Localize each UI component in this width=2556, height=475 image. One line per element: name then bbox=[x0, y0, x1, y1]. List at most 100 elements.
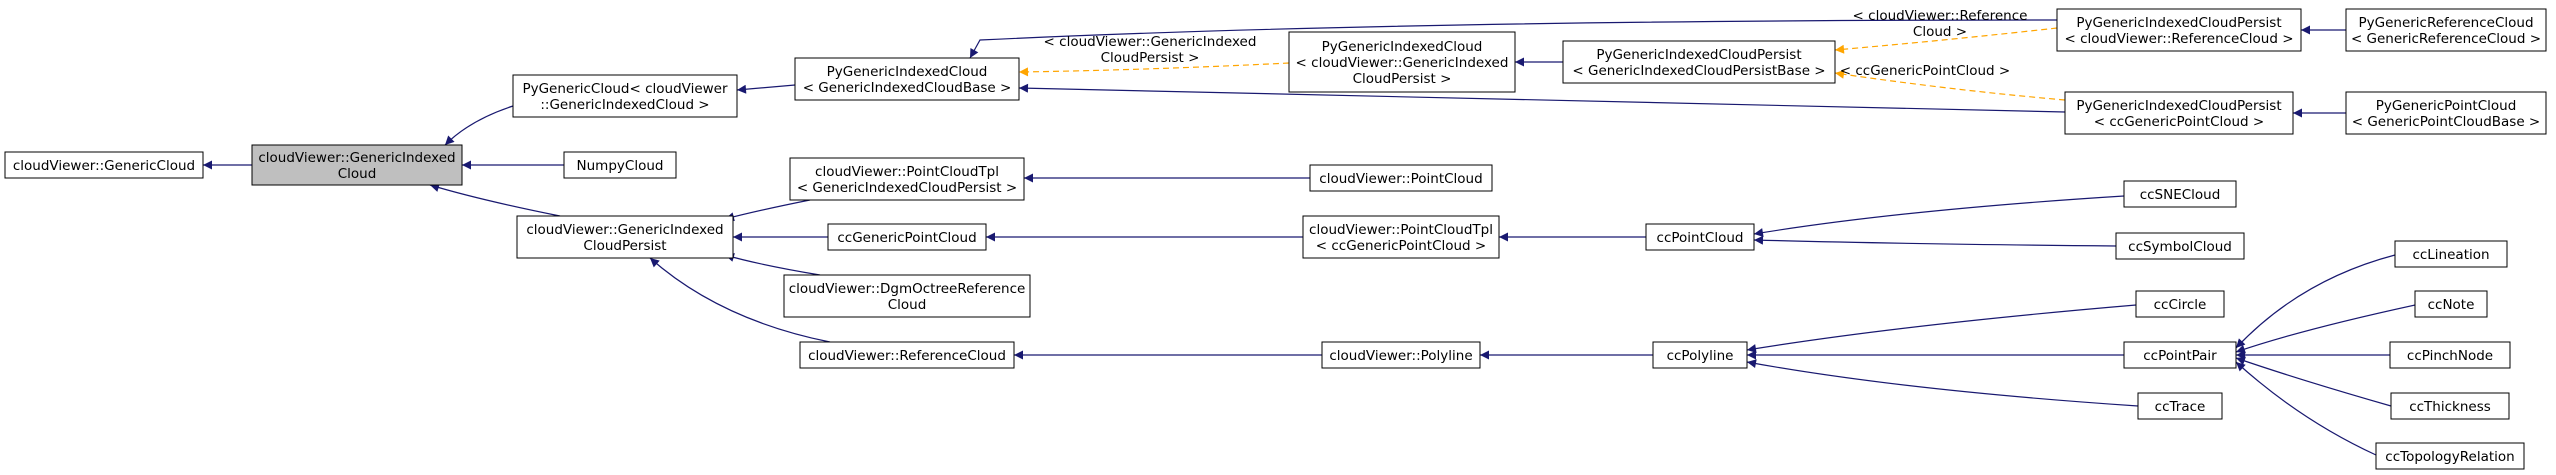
class-name-line: PyGenericPointCloud bbox=[2376, 98, 2517, 114]
class-name-line: ccCircle bbox=[2154, 297, 2207, 313]
class-box bbox=[1309, 164, 1493, 192]
class-box bbox=[794, 57, 1020, 101]
class-name-line: cloudViewer::PointCloud bbox=[1319, 171, 1482, 187]
edge-cc_thickness-to-cc_point_pair bbox=[2235, 356, 2392, 407]
template-edge-py_generic_indexed_cloud_gic-to-py_generic_indexed_cloud_base bbox=[1018, 62, 1290, 77]
class-name-line: PyGenericIndexedCloud bbox=[827, 64, 988, 80]
class-node-cc-sne-cloud[interactable]: ccSNECloud bbox=[2123, 180, 2237, 208]
class-box bbox=[1321, 341, 1481, 369]
edge-label-generic-point-cloud-line-1: < ccGenericPointCloud > bbox=[1840, 63, 2010, 79]
class-node-cc-point-cloud[interactable]: ccPointCloud bbox=[1645, 223, 1755, 251]
edge-py_generic_cloud-to-generic_indexed_cloud bbox=[444, 105, 514, 146]
class-node-cc-thickness[interactable]: ccThickness bbox=[2390, 392, 2510, 420]
class-name-line: cloudViewer::GenericCloud bbox=[13, 158, 195, 174]
class-node-py-point-cloud[interactable]: PyGenericPointCloud< GenericPointCloudBa… bbox=[2345, 91, 2547, 135]
template-edge-py_gicp_refcloud-to-py_gicp_base bbox=[1834, 27, 2058, 54]
class-box bbox=[512, 74, 738, 118]
class-node-polyline[interactable]: cloudViewer::Polyline bbox=[1321, 341, 1481, 369]
class-node-point-cloud-tpl-gpc[interactable]: cloudViewer::PointCloudTpl< ccGenericPoi… bbox=[1302, 215, 1500, 259]
class-name-line: ccSymbolCloud bbox=[2128, 239, 2232, 255]
class-name-line: cloudViewer::Polyline bbox=[1329, 348, 1472, 364]
class-node-py-reference-cloud[interactable]: PyGenericReferenceCloud< GenericReferenc… bbox=[2345, 8, 2547, 52]
class-node-cc-symbol-cloud[interactable]: ccSymbolCloud bbox=[2115, 232, 2245, 260]
class-name-line: ccPointPair bbox=[2143, 348, 2217, 364]
class-name-line: ccPolyline bbox=[1667, 348, 1734, 364]
class-node-cc-pinch-node[interactable]: ccPinchNode bbox=[2389, 341, 2511, 369]
class-node-cc-point-pair[interactable]: ccPointPair bbox=[2123, 341, 2237, 369]
class-box bbox=[2375, 442, 2525, 470]
class-box bbox=[2135, 290, 2225, 318]
class-node-cc-lineation[interactable]: ccLineation bbox=[2394, 240, 2508, 268]
edge-py_gicp_refcloud-to-py_generic_indexed_cloud_base bbox=[969, 19, 2058, 59]
class-name-line: PyGenericIndexedCloudPersist bbox=[1596, 47, 1801, 63]
edge-cc_sne_cloud-to-cc_point_cloud bbox=[1753, 195, 2125, 237]
edge-py_gicp_gpc-to-py_generic_indexed_cloud_base bbox=[1018, 83, 2066, 113]
class-name-line: ccTrace bbox=[2155, 399, 2206, 415]
class-name-line: < ccGenericPointCloud > bbox=[1316, 238, 1486, 254]
class-box bbox=[1302, 215, 1500, 259]
class-node-cc-note[interactable]: ccNote bbox=[2414, 290, 2488, 318]
class-node-numpy-cloud[interactable]: NumpyCloud bbox=[563, 151, 677, 179]
class-node-py-generic-cloud[interactable]: PyGenericCloud< cloudViewer::GenericInde… bbox=[512, 74, 738, 118]
class-node-cc-topology-relation[interactable]: ccTopologyRelation bbox=[2375, 442, 2525, 470]
class-box bbox=[2137, 392, 2223, 420]
class-name-line: Cloud bbox=[338, 166, 377, 182]
class-node-py-generic-indexed-cloud-base[interactable]: PyGenericIndexedCloud< GenericIndexedClo… bbox=[794, 57, 1020, 101]
class-node-py-generic-indexed-cloud-gic[interactable]: PyGenericIndexedCloud< cloudViewer::Gene… bbox=[1288, 31, 1516, 93]
edge-dgm_octree_reference_cloud-to-generic_indexed_cloud_persist bbox=[724, 253, 821, 276]
class-name-line: ccSNECloud bbox=[2140, 187, 2221, 203]
edges-layer bbox=[203, 19, 2416, 456]
class-node-generic-indexed-cloud-persist[interactable]: cloudViewer::GenericIndexedCloudPersist bbox=[516, 215, 734, 259]
class-name-line: ccLineation bbox=[2412, 247, 2489, 263]
class-node-py-gicp-base[interactable]: PyGenericIndexedCloudPersist< GenericInd… bbox=[1562, 40, 1836, 84]
class-node-point-cloud-tpl-gicp[interactable]: cloudViewer::PointCloudTpl< GenericIndex… bbox=[789, 157, 1025, 201]
class-node-py-gicp-gpc[interactable]: PyGenericIndexedCloudPersist< ccGenericP… bbox=[2064, 91, 2294, 135]
class-node-py-gicp-refcloud[interactable]: PyGenericIndexedCloudPersist< cloudViewe… bbox=[2056, 8, 2302, 52]
class-name-line: < cloudViewer::ReferenceCloud > bbox=[2064, 31, 2293, 47]
edge-label-gic-persist-line-2: CloudPersist > bbox=[1101, 50, 1200, 66]
class-name-line: < GenericIndexedCloudPersistBase > bbox=[1572, 63, 1825, 79]
class-name-line: ccThickness bbox=[2409, 399, 2491, 415]
class-box bbox=[2390, 392, 2510, 420]
class-box bbox=[2123, 180, 2237, 208]
edge-cc_symbol_cloud-to-cc_point_cloud bbox=[1753, 235, 2117, 247]
class-name-line: CloudPersist > bbox=[1353, 71, 1452, 87]
class-name-line: < GenericIndexedCloudBase > bbox=[803, 80, 1012, 96]
class-box bbox=[799, 341, 1015, 369]
edge-generic_indexed_cloud_persist-to-generic_indexed_cloud bbox=[429, 183, 561, 217]
class-node-cc-trace[interactable]: ccTrace bbox=[2137, 392, 2223, 420]
class-name-line: PyGenericIndexedCloudPersist bbox=[2076, 98, 2281, 114]
class-name-line: ccGenericPointCloud bbox=[837, 230, 976, 246]
class-node-reference-cloud[interactable]: cloudViewer::ReferenceCloud bbox=[799, 341, 1015, 369]
class-node-generic-indexed-cloud: cloudViewer::GenericIndexedCloud bbox=[251, 144, 463, 186]
edge-point_cloud_tpl_gicp-to-generic_indexed_cloud_persist bbox=[724, 199, 811, 222]
class-name-line: < GenericIndexedCloudPersist > bbox=[797, 180, 1017, 196]
class-name-line: cloudViewer::ReferenceCloud bbox=[808, 348, 1006, 364]
class-name-line: ccPointCloud bbox=[1657, 230, 1744, 246]
class-name-line: < ccGenericPointCloud > bbox=[2094, 114, 2264, 130]
class-name-line: PyGenericReferenceCloud bbox=[2358, 15, 2533, 31]
class-node-cv-point-cloud[interactable]: cloudViewer::PointCloud bbox=[1309, 164, 1493, 192]
class-node-cc-circle[interactable]: ccCircle bbox=[2135, 290, 2225, 318]
class-box bbox=[251, 144, 463, 186]
class-name-line: cloudViewer::PointCloudTpl bbox=[815, 164, 999, 180]
class-name-line: cloudViewer::DgmOctreeReference bbox=[789, 281, 1026, 297]
class-box bbox=[2394, 240, 2508, 268]
class-name-line: ccPinchNode bbox=[2407, 348, 2493, 364]
edge-cc_trace-to-cc_polyline bbox=[1746, 359, 2139, 407]
class-node-cc-polyline[interactable]: ccPolyline bbox=[1652, 341, 1748, 369]
class-box bbox=[827, 223, 987, 251]
class-node-cc-generic-point-cloud[interactable]: ccGenericPointCloud bbox=[827, 223, 987, 251]
edge-label-reference-cloud-line-2: Cloud > bbox=[1913, 24, 1967, 40]
class-name-line: PyGenericIndexedCloudPersist bbox=[2076, 15, 2281, 31]
class-box bbox=[2345, 91, 2547, 135]
edge-py_generic_indexed_cloud_base-to-py_generic_cloud bbox=[736, 84, 796, 94]
class-name-line: CloudPersist bbox=[583, 238, 666, 254]
class-box bbox=[563, 151, 677, 179]
class-box bbox=[789, 157, 1025, 201]
class-name-line: cloudViewer::GenericIndexed bbox=[526, 222, 723, 238]
class-node-generic-cloud[interactable]: cloudViewer::GenericCloud bbox=[4, 151, 204, 179]
class-name-line: < cloudViewer::GenericIndexed bbox=[1296, 55, 1509, 71]
